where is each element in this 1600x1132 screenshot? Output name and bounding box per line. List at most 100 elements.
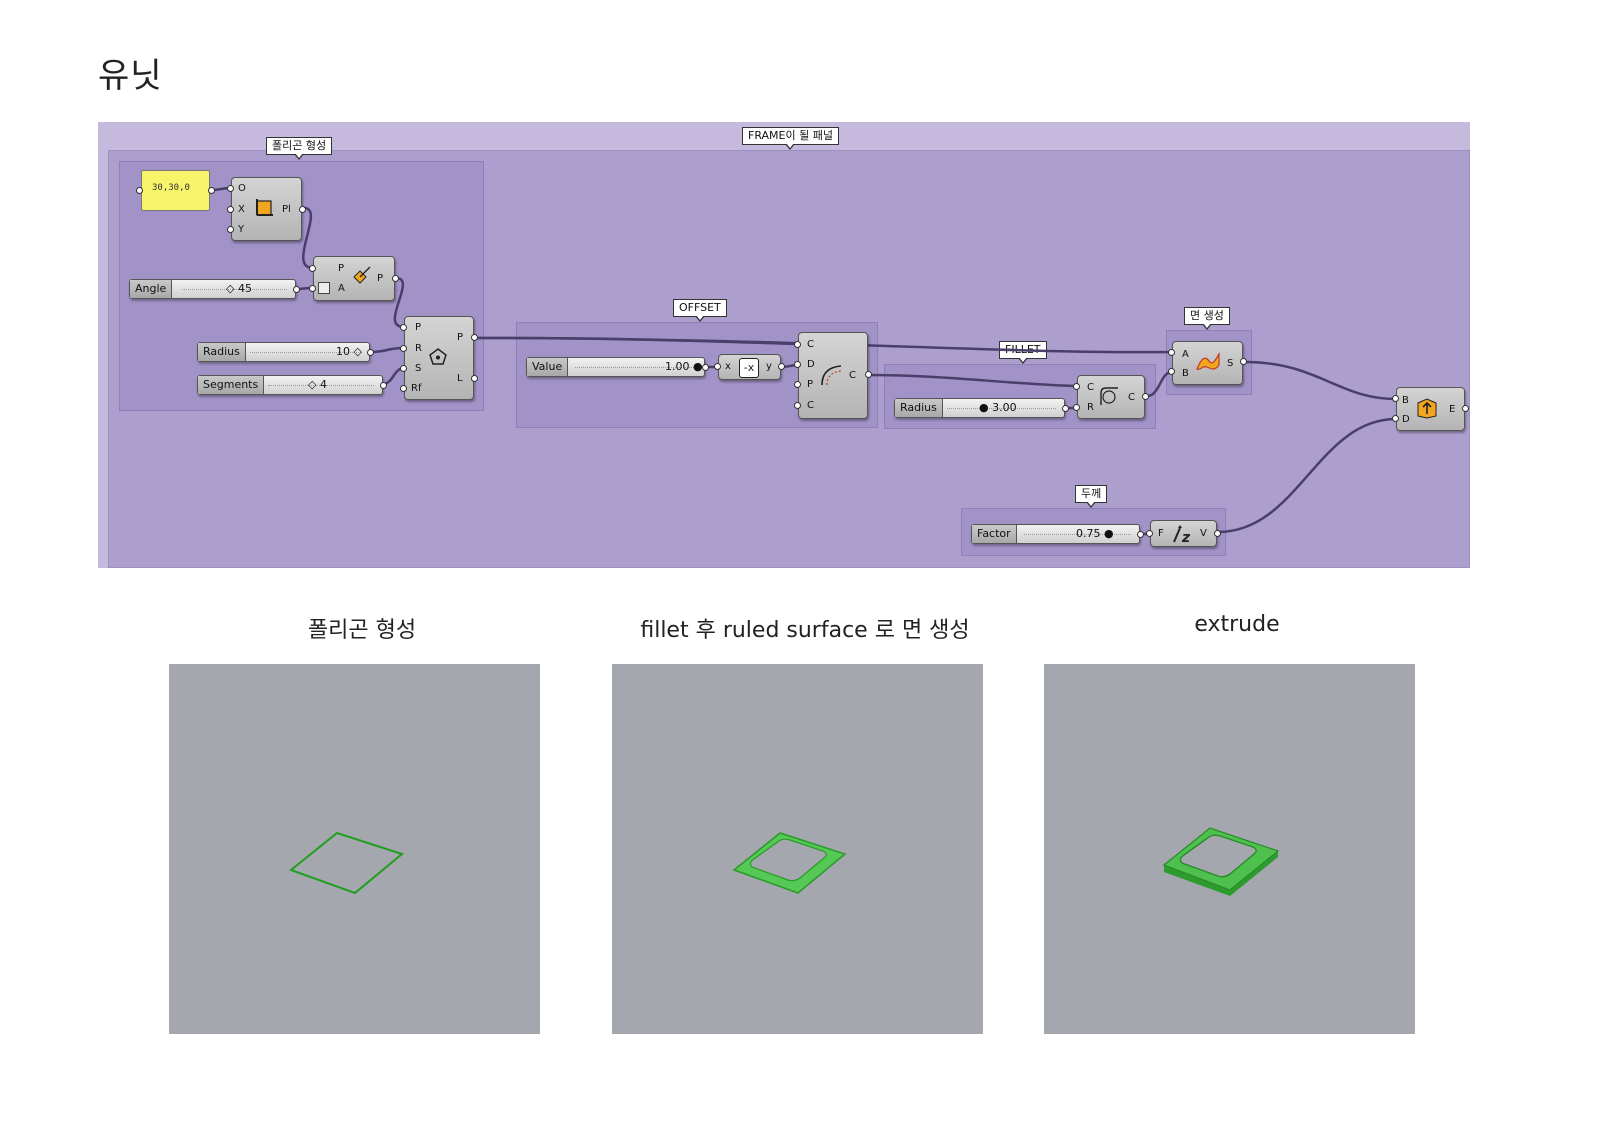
dot[interactable] (1214, 530, 1221, 537)
polygon-component[interactable]: P R S Rf P L (404, 316, 474, 400)
step-caption-surface: fillet 후 ruled surface 로 면 생성 (640, 618, 970, 643)
dot[interactable] (702, 364, 709, 371)
panel-output-dot[interactable] (208, 187, 215, 194)
extrude-icon (1417, 398, 1437, 419)
degree-toggle-icon[interactable] (318, 282, 330, 294)
dot[interactable] (1462, 405, 1469, 412)
dot[interactable] (1392, 395, 1399, 402)
ruled-surface-component[interactable]: A B S (1172, 341, 1243, 385)
viewport-surface[interactable] (612, 664, 983, 1034)
dot[interactable] (1073, 404, 1080, 411)
dot[interactable] (309, 265, 316, 272)
fillet-radius-slider[interactable]: Radius ● 3.00 (894, 398, 1065, 418)
offset-curve-component[interactable]: C D P C C (798, 332, 868, 419)
angle-slider[interactable]: Angle ◇ 45 (129, 279, 296, 299)
rotate-icon (353, 266, 371, 284)
dot[interactable] (794, 361, 801, 368)
group-thickness-label: 두께 (1075, 485, 1108, 508)
slider-value: ● 3.00 (979, 401, 1017, 414)
dot[interactable] (1168, 368, 1175, 375)
dot[interactable] (400, 385, 407, 392)
port-f: F (1158, 528, 1164, 539)
dot[interactable] (299, 206, 306, 213)
step-caption-extrude: extrude (1194, 612, 1280, 637)
dot[interactable] (1062, 405, 1069, 412)
panel-input-dot[interactable] (136, 187, 143, 194)
port-e: E (1449, 404, 1456, 415)
fillet-component[interactable]: C R C (1077, 375, 1145, 419)
fillet-icon (1100, 387, 1118, 405)
dot[interactable] (1240, 358, 1247, 365)
viewport-extrude[interactable] (1044, 664, 1415, 1034)
wire-unitz-extrude (1217, 417, 1397, 534)
ruled-surface-render (732, 832, 847, 894)
dot[interactable] (1142, 393, 1149, 400)
slider-value: ◇ 45 (226, 282, 252, 295)
port-x: x (725, 361, 731, 372)
factor-slider[interactable]: Factor 0.75 ● (971, 524, 1140, 544)
slider-value: 1.00 ● (665, 360, 703, 373)
dot[interactable] (865, 371, 872, 378)
slider-track (575, 367, 696, 368)
unit-z-component[interactable]: F V z (1150, 520, 1217, 547)
polygon-icon (429, 348, 447, 365)
port-d: D (807, 359, 815, 370)
port-p-out: P (377, 273, 384, 284)
dot[interactable] (1073, 383, 1080, 390)
grasshopper-frame: FRAME이 될 패널 폴리곤 형성 OFFSET FILLET 면 생성 두께 (98, 122, 1470, 568)
port-c-out: C (1128, 392, 1135, 403)
dot[interactable] (1392, 415, 1399, 422)
step-caption-polygon: 폴리곤 형성 (307, 618, 417, 643)
slider-value: 0.75 ● (1076, 527, 1114, 540)
svg-text:z: z (1181, 530, 1191, 544)
extrude-component[interactable]: B D E (1396, 387, 1465, 431)
segments-slider[interactable]: Segments ◇ 4 (197, 375, 383, 395)
port-o: O (238, 183, 246, 194)
slider-track (182, 289, 287, 290)
port-rf: Rf (411, 383, 422, 394)
extruded-frame-render (1162, 827, 1280, 896)
dot[interactable] (367, 349, 374, 356)
dot[interactable] (293, 286, 300, 293)
slider-label: Segments (198, 376, 265, 394)
dot[interactable] (400, 345, 407, 352)
group-polygon-label: 폴리곤 형성 (266, 137, 333, 160)
dot[interactable] (227, 206, 234, 213)
viewport-polygon[interactable] (169, 664, 540, 1034)
dot[interactable] (227, 226, 234, 233)
dot[interactable] (400, 324, 407, 331)
dot[interactable] (794, 402, 801, 409)
dot[interactable] (794, 381, 801, 388)
offset-value-slider[interactable]: Value 1.00 ● (526, 357, 705, 377)
dot[interactable] (1146, 530, 1153, 537)
port-p: P (807, 379, 814, 390)
dot[interactable] (471, 334, 478, 341)
dot[interactable] (778, 363, 785, 370)
slider-track (268, 385, 374, 386)
rotate-component[interactable]: P A P (313, 256, 395, 301)
port-b: B (1182, 368, 1189, 379)
dot[interactable] (400, 365, 407, 372)
dot[interactable] (392, 275, 399, 282)
negative-icon: -x (739, 358, 759, 378)
port-y: y (766, 361, 772, 372)
dot[interactable] (309, 285, 316, 292)
dot[interactable] (714, 363, 721, 370)
dot[interactable] (471, 375, 478, 382)
slider-track (250, 352, 361, 353)
point-panel[interactable]: 30,30,0 (141, 170, 210, 211)
dot[interactable] (380, 382, 387, 389)
port-b: B (1402, 395, 1409, 406)
xy-plane-component[interactable]: O X Y Pl (231, 177, 302, 241)
dot[interactable] (227, 185, 234, 192)
wire-offset-fillet (868, 373, 1078, 388)
unit-z-icon: z (1173, 525, 1191, 544)
negative-component[interactable]: x y -x (718, 354, 781, 380)
dot[interactable] (794, 341, 801, 348)
port-p: P (415, 322, 422, 333)
dot[interactable] (1168, 349, 1175, 356)
radius-slider[interactable]: Radius 10 ◇ (197, 342, 370, 362)
dot[interactable] (1137, 531, 1144, 538)
port-c-out: C (849, 370, 856, 381)
slider-label: Value (527, 358, 569, 376)
